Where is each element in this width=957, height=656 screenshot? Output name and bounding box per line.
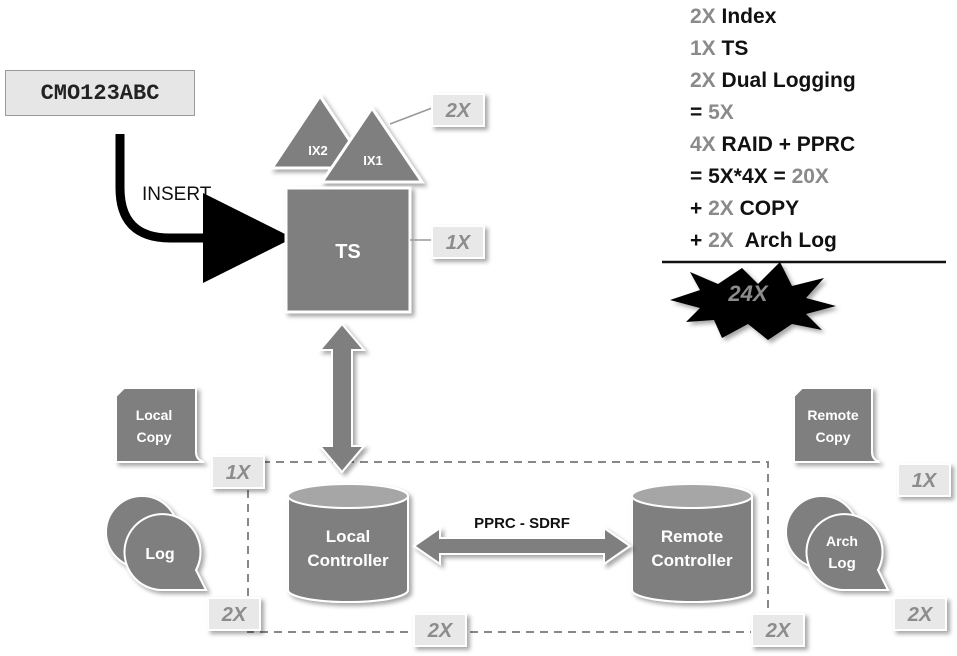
ts-box xyxy=(284,186,412,314)
badge-ts: 1X xyxy=(431,225,485,259)
badge-index: 2X xyxy=(431,93,485,127)
calc-line-subtotal: = 5X xyxy=(690,101,734,124)
key-value-box: CMO123ABC xyxy=(5,70,195,116)
remote-controller-line1: Remote xyxy=(661,527,723,546)
badge-local-controller: 2X xyxy=(413,613,467,647)
badge-remote-controller-text: 2X xyxy=(765,620,792,642)
badge-log-text: 2X xyxy=(221,604,248,626)
badge-index-text: 2X xyxy=(445,100,472,122)
pprc-label: PPRC - SDRF xyxy=(474,515,570,532)
remote-controller-line2: Controller xyxy=(651,551,733,570)
arch-log-line2: Log xyxy=(828,555,856,572)
local-controller-line2: Controller xyxy=(307,551,389,570)
calc-line-raid: 4X RAID + PPRC xyxy=(690,133,856,156)
remote-copy-line1: Remote xyxy=(807,407,859,423)
pprc-arrow xyxy=(412,526,632,566)
badge-arch-log: 2X xyxy=(893,597,947,631)
arch-log-line1: Arch xyxy=(826,533,858,549)
calc-line-index: 2X Index xyxy=(690,5,777,28)
badge-remote-copy: 1X xyxy=(897,463,951,497)
total-burst xyxy=(670,262,836,340)
badge-log: 2X xyxy=(207,597,261,631)
calculation-block: 2X Index 1X TS 2X Dual Logging = 5X 4X R… xyxy=(690,4,856,260)
key-value-text: CMO123ABC xyxy=(40,80,160,106)
local-copy xyxy=(115,387,205,463)
local-controller-line1: Local xyxy=(326,527,370,546)
log-label: Log xyxy=(145,546,174,563)
badges: 2X 1X 1X 1X 2X 2X 2X 2X xyxy=(207,93,951,647)
badge-local-controller-text: 2X xyxy=(427,620,454,642)
ts-controller-arrow xyxy=(317,322,367,474)
badge-local-copy-text: 1X xyxy=(226,462,252,484)
ix1-label: IX1 xyxy=(363,153,383,168)
log-shape xyxy=(105,495,208,591)
remote-controller xyxy=(631,483,753,603)
badge-remote-copy-text: 1X xyxy=(912,470,938,492)
badge-arch-log-text: 2X xyxy=(907,604,934,626)
index-group xyxy=(269,93,425,184)
calc-line-arch-log: + 2X Arch Log xyxy=(690,229,837,252)
burst-shape xyxy=(670,262,836,340)
system-boundary xyxy=(247,461,769,633)
insert-arrow xyxy=(115,134,293,283)
ix-badge-connector xyxy=(389,107,433,125)
arch-log-shape xyxy=(785,495,890,591)
insert-label: INSERT xyxy=(142,184,212,205)
remote-copy xyxy=(793,387,881,463)
badge-remote-controller: 2X xyxy=(751,613,805,647)
ix2-label: IX2 xyxy=(308,143,328,158)
ix1-triangle xyxy=(319,105,425,184)
calc-line-copy: + 2X COPY xyxy=(690,197,800,220)
remote-copy-line2: Copy xyxy=(816,429,851,445)
calc-line-product: = 5X*4X = 20X xyxy=(690,165,829,188)
calc-line-ts: 1X TS xyxy=(690,37,749,60)
ts-label: TS xyxy=(335,241,361,263)
badge-local-copy: 1X xyxy=(211,455,265,489)
local-copy-line1: Local xyxy=(136,407,173,423)
local-controller xyxy=(287,483,409,603)
calc-line-dual-logging: 2X Dual Logging xyxy=(690,69,856,92)
badge-ts-text: 1X xyxy=(446,232,472,254)
local-copy-line2: Copy xyxy=(137,429,172,445)
total-value: 24X xyxy=(727,281,768,306)
